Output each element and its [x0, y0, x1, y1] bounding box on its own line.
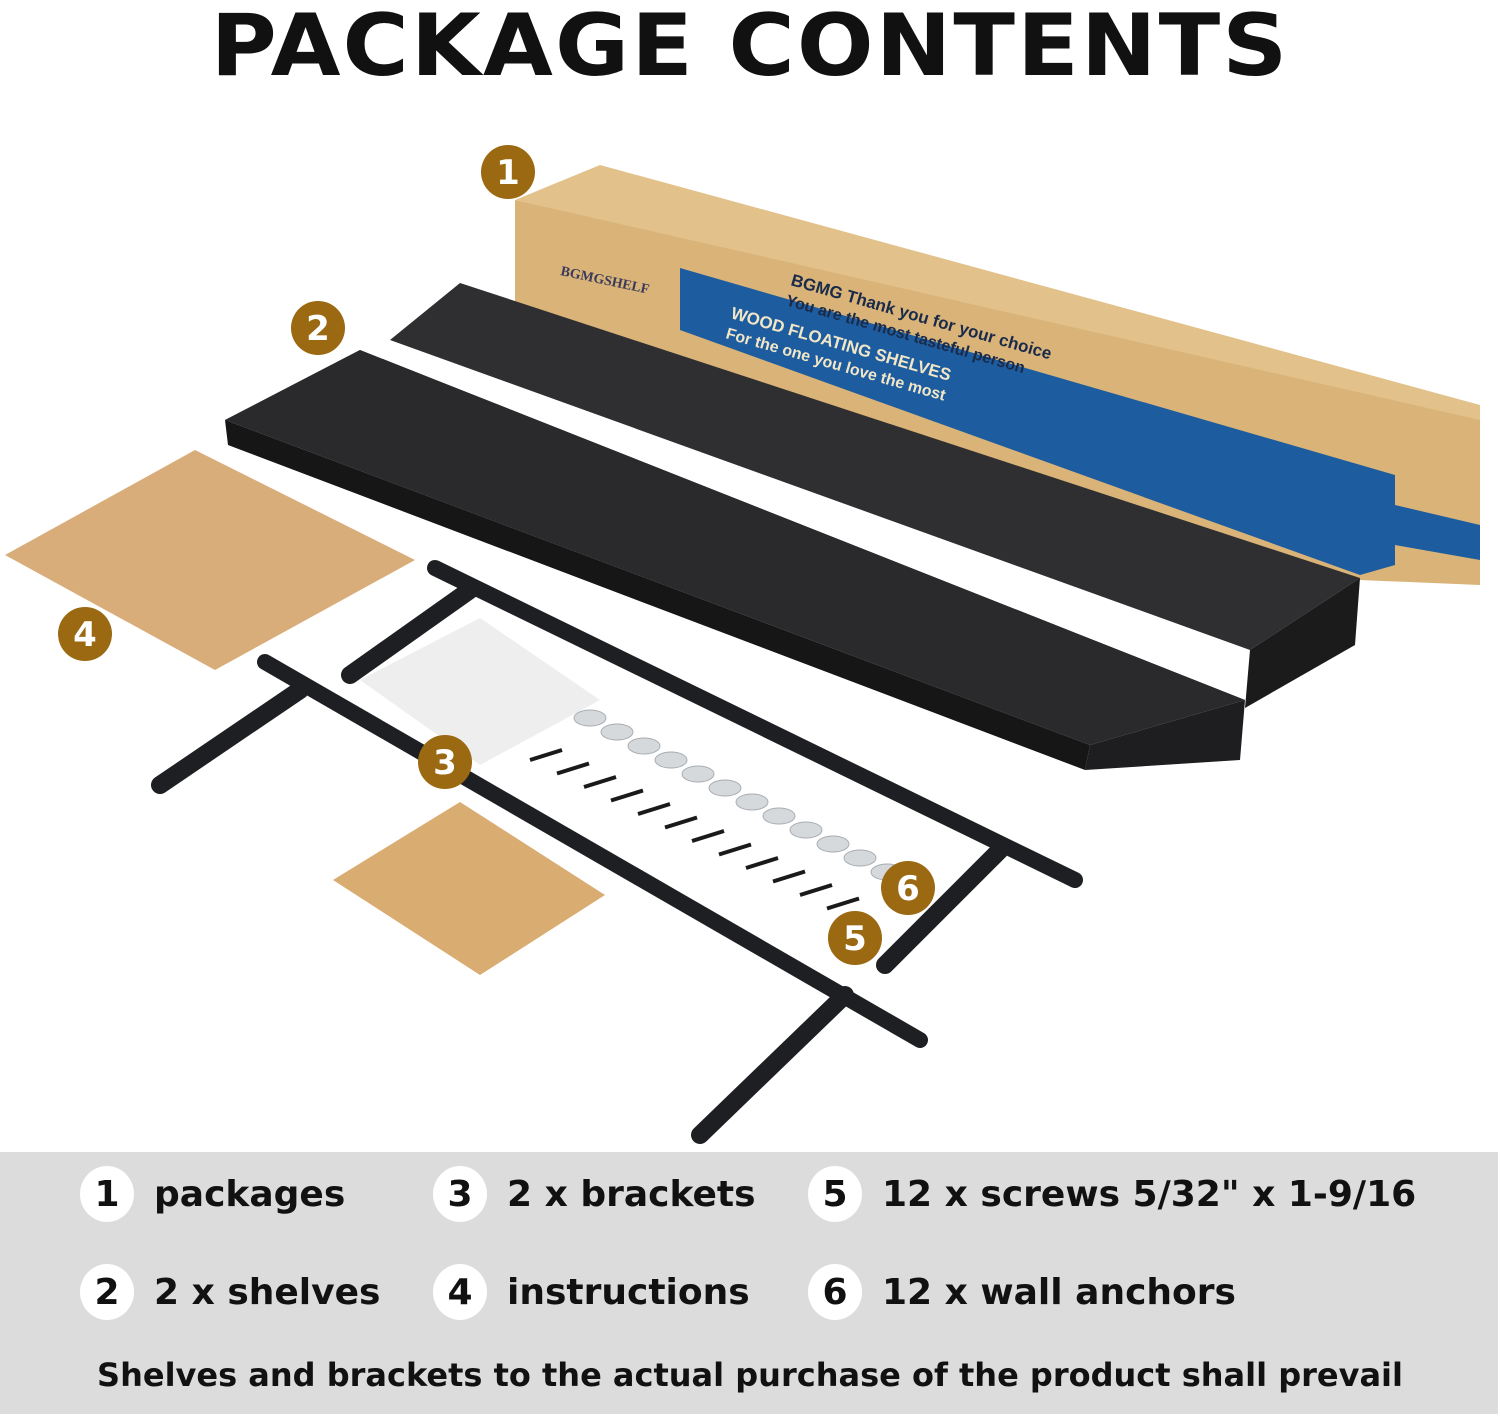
legend-item: 2 2 x shelves	[80, 1264, 380, 1320]
badge-number: 6	[896, 869, 920, 909]
badge-number: 5	[843, 919, 867, 959]
wall-anchor	[708, 779, 742, 797]
instruction-envelope	[333, 802, 605, 975]
badge-2: 2	[291, 301, 345, 355]
legend-number: 4	[433, 1264, 487, 1320]
screw	[772, 869, 806, 884]
instruction-sheet	[5, 450, 415, 670]
badge-3: 3	[418, 735, 472, 789]
wall-anchor	[600, 723, 634, 741]
disclaimer-note: Shelves and brackets to the actual purch…	[97, 1356, 1403, 1394]
badge-5: 5	[828, 911, 882, 965]
screw	[529, 748, 563, 762]
legend-number: 1	[80, 1166, 134, 1222]
screw	[718, 842, 752, 857]
legend-item: 5 12 x screws 5/32" x 1-9/16	[808, 1166, 1416, 1222]
badge-1: 1	[481, 145, 535, 199]
badge-number: 1	[496, 153, 520, 193]
wall-anchor	[789, 821, 823, 839]
hardware-bag	[360, 618, 600, 765]
badge-number: 2	[306, 309, 330, 349]
shelves	[225, 283, 1360, 770]
badge-4: 4	[58, 607, 112, 661]
wall-anchor	[627, 737, 661, 755]
legend-number: 2	[80, 1264, 134, 1320]
legend-label: packages	[154, 1173, 346, 1215]
screw	[799, 883, 833, 897]
legend-item: 1 packages	[80, 1166, 345, 1222]
badge-number: 4	[73, 615, 97, 655]
number-badges: 1 2 3 4 56	[58, 145, 935, 965]
screw	[664, 815, 698, 830]
legend-label: 12 x screws 5/32" x 1-9/16	[882, 1173, 1417, 1215]
badge-number: 3	[433, 743, 457, 783]
badge-6: 6	[881, 861, 935, 915]
legend-number: 3	[433, 1166, 487, 1222]
screw	[745, 856, 779, 870]
wall-anchor	[762, 807, 796, 825]
wall-anchor	[654, 751, 688, 769]
legend-label: 2 x shelves	[154, 1271, 381, 1313]
legend-item: 6 12 x wall anchors	[808, 1264, 1236, 1320]
legend-item: 3 2 x brackets	[433, 1166, 756, 1222]
brackets	[151, 560, 1083, 1144]
page-title: PACKAGE CONTENTS	[210, 0, 1290, 96]
screw	[637, 802, 671, 816]
legend-item: 4 instructions	[433, 1264, 750, 1320]
legend-label: 12 x wall anchors	[882, 1271, 1236, 1313]
wall-anchor	[735, 793, 769, 811]
legend-label: instructions	[507, 1271, 750, 1313]
screw	[583, 775, 617, 789]
wall-anchor	[573, 709, 607, 727]
screw	[691, 829, 725, 843]
wall-anchor	[681, 765, 715, 783]
legend-number: 6	[808, 1264, 862, 1320]
screws-and-anchors	[529, 709, 904, 911]
legend-number: 5	[808, 1166, 862, 1222]
screw	[556, 761, 590, 776]
wall-anchor	[816, 835, 850, 853]
legend-panel: 1 packages 2 2 x shelves 3 2 x brackets 4 in…	[0, 1152, 1498, 1414]
wall-anchor	[843, 849, 877, 867]
screw	[826, 896, 860, 911]
screw	[610, 788, 644, 803]
product-illustration: WOOD FLOATING SHELVES For the one you lo…	[5, 145, 1480, 1144]
legend-label: 2 x brackets	[507, 1173, 756, 1215]
